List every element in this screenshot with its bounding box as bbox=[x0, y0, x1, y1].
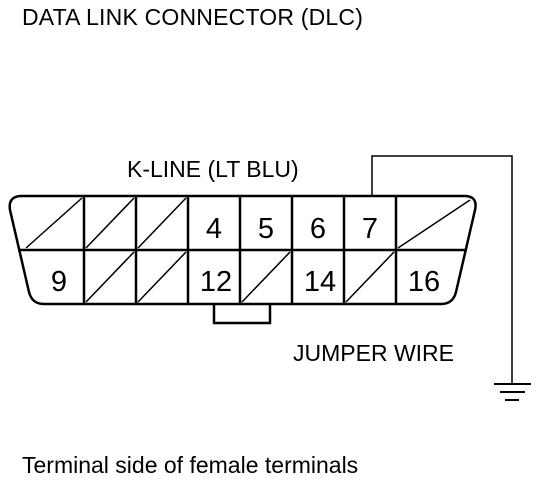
terminal-7: 7 bbox=[362, 213, 378, 245]
terminal-16: 16 bbox=[408, 266, 440, 298]
terminal-14: 14 bbox=[304, 266, 336, 298]
terminal-12: 12 bbox=[200, 266, 232, 298]
slash-t13 bbox=[241, 251, 291, 303]
slash-t10 bbox=[85, 251, 135, 303]
page-title: DATA LINK CONNECTOR (DLC) bbox=[22, 4, 364, 30]
jumper-label: JUMPER WIRE bbox=[293, 340, 454, 366]
slash-t2 bbox=[85, 197, 135, 249]
connector-outline bbox=[8, 194, 477, 306]
slash-t3 bbox=[137, 197, 187, 249]
slash-t11 bbox=[137, 251, 187, 303]
connector-key bbox=[212, 304, 272, 325]
terminal-9: 9 bbox=[51, 266, 67, 298]
caption: Terminal side of female terminals bbox=[22, 452, 359, 478]
kline-label: K-LINE (LT BLU) bbox=[127, 156, 299, 182]
slash-t8 bbox=[397, 199, 471, 249]
terminal-4: 4 bbox=[206, 213, 222, 245]
jumper-wire bbox=[371, 155, 513, 384]
terminal-6: 6 bbox=[310, 213, 326, 245]
unused-terminal-slashes bbox=[25, 197, 471, 303]
cell-dividers bbox=[82, 196, 398, 304]
ground-icon bbox=[494, 383, 531, 401]
terminal-5: 5 bbox=[258, 213, 274, 245]
slash-t1 bbox=[25, 197, 83, 249]
slash-t15 bbox=[345, 251, 395, 303]
